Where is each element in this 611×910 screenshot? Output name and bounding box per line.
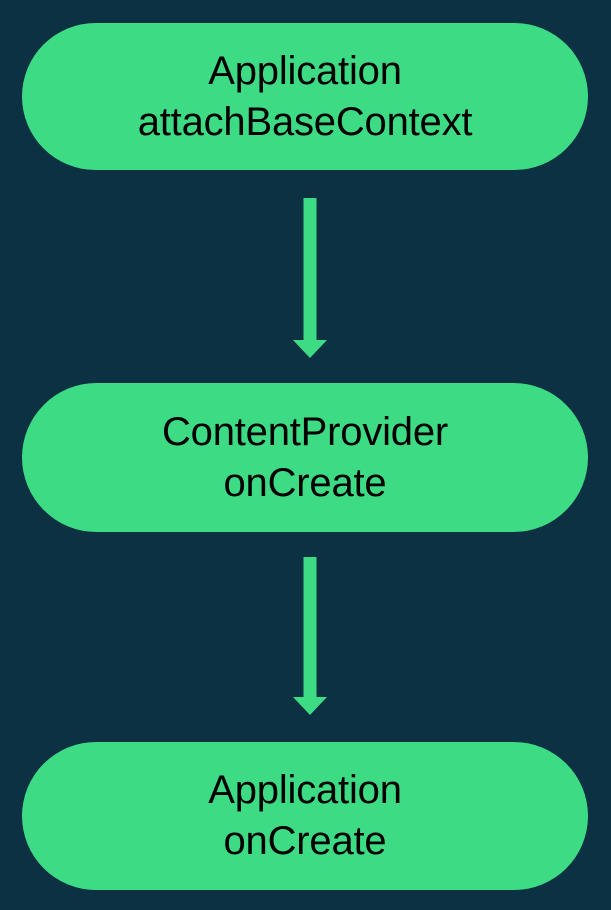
node-label-line-2: onCreate (223, 819, 387, 863)
arrow-down-icon (293, 198, 327, 358)
flow-arrow-down-2 (292, 557, 328, 715)
node-label-line-2: onCreate (223, 460, 387, 505)
node-label-line-1: Application (208, 48, 402, 93)
node-label-line-1: Application (208, 768, 402, 812)
flow-arrow-down-1 (292, 198, 328, 358)
flowchart-node-application-oncreate[interactable]: Application onCreate (22, 742, 588, 890)
node-label-line-2: attachBaseContext (137, 99, 473, 144)
flowchart-node-application-attachbasecontext[interactable]: Application attachBaseContext (22, 23, 588, 170)
flowchart-node-contentprovider-oncreate[interactable]: ContentProvider onCreate (22, 383, 588, 532)
node-label-line-1: ContentProvider (161, 409, 449, 454)
arrow-down-icon (293, 557, 327, 715)
